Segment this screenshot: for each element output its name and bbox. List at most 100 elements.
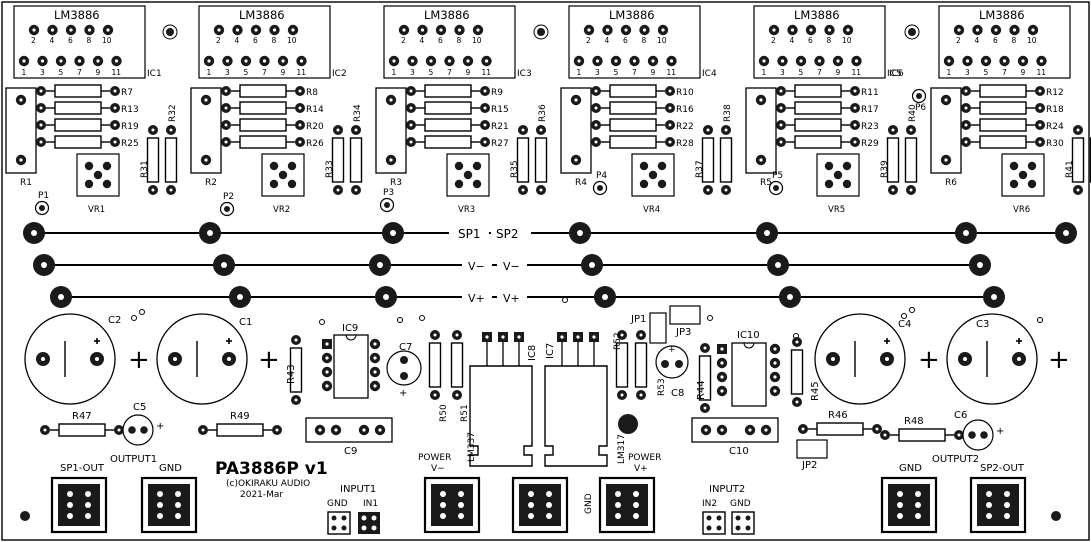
ref-r32: R32 bbox=[168, 104, 178, 122]
label-in1: IN1 bbox=[363, 499, 378, 509]
pin-number: 2 bbox=[956, 36, 961, 45]
regulator-ic7-footprint: IC7 LM317 bbox=[544, 332, 627, 467]
label-vminus: V− bbox=[431, 464, 445, 474]
ref-r31: R31 bbox=[140, 160, 150, 178]
pin-number: 11 bbox=[482, 68, 492, 77]
label-in2: IN2 bbox=[702, 499, 717, 509]
pin-number: 5 bbox=[984, 68, 989, 77]
label-r51: R51 bbox=[460, 404, 470, 422]
ic-chip-name: LM3886 bbox=[609, 8, 655, 22]
bottom-section: + + + + C2 C1 C4 C3 R47 R49 R46 R48 C5 +… bbox=[24, 297, 1070, 535]
pin-number: 2 bbox=[401, 36, 406, 45]
ref-r28: R28 bbox=[676, 139, 694, 149]
ref-r36: R36 bbox=[538, 104, 548, 122]
pin-number: 1 bbox=[392, 68, 397, 77]
label-jp1: JP1 bbox=[630, 314, 646, 325]
ref-r35: R35 bbox=[510, 160, 520, 178]
label-input1: INPUT1 bbox=[340, 484, 376, 495]
pin-number: 5 bbox=[59, 68, 64, 77]
ref-r8: R8 bbox=[306, 88, 318, 98]
label-c9: C9 bbox=[344, 446, 357, 457]
pin-number: 1 bbox=[947, 68, 952, 77]
label-lm317: LM317 bbox=[617, 434, 627, 464]
label-ic10: IC10 bbox=[737, 330, 760, 341]
pin-number: 5 bbox=[799, 68, 804, 77]
ref-r3: R3 bbox=[390, 178, 402, 188]
pin-number: 5 bbox=[614, 68, 619, 77]
plus-c5: + bbox=[156, 421, 164, 432]
regulator-ic8-footprint: IC8 LM337 bbox=[467, 332, 538, 467]
pin-number: 10 bbox=[102, 36, 112, 45]
label-r52: R52 bbox=[613, 332, 623, 350]
label-c10: C10 bbox=[729, 446, 749, 457]
pin-number: 7 bbox=[447, 68, 452, 77]
ref-r7: R7 bbox=[121, 88, 133, 98]
ic-chip-name: LM3886 bbox=[794, 8, 840, 22]
label-r43: R43 bbox=[286, 364, 297, 384]
pin-number: 2 bbox=[216, 36, 221, 45]
ref-r25: R25 bbox=[121, 139, 139, 149]
ic-ref-ic5: IC5 bbox=[887, 69, 902, 79]
pin-number: 3 bbox=[965, 68, 970, 77]
ref-vr5: VR5 bbox=[828, 205, 845, 215]
ic-ref-ic6: IC6 bbox=[889, 69, 904, 79]
ref-r1: R1 bbox=[20, 178, 32, 188]
pin-number: 10 bbox=[287, 36, 297, 45]
pin-number: 4 bbox=[605, 36, 610, 45]
plus-c8: + bbox=[668, 345, 676, 355]
ref-r41: R41 bbox=[1065, 160, 1075, 178]
ref-p5: P5 bbox=[772, 171, 783, 181]
ref-p2: P2 bbox=[223, 192, 234, 202]
ref-p4: P4 bbox=[596, 171, 607, 181]
ref-r20: R20 bbox=[306, 122, 324, 132]
pin-number: 9 bbox=[466, 68, 471, 77]
ref-r37: R37 bbox=[695, 160, 705, 178]
label-input2: INPUT2 bbox=[709, 484, 745, 495]
pin-number: 9 bbox=[651, 68, 656, 77]
pin-number: 7 bbox=[632, 68, 637, 77]
ref-r22: R22 bbox=[676, 122, 694, 132]
ref-p1: P1 bbox=[38, 191, 49, 201]
pin-number: 11 bbox=[852, 68, 862, 77]
ref-p6: P6 bbox=[915, 103, 926, 113]
ic-chip-name: LM3886 bbox=[239, 8, 285, 22]
label-ic8: IC8 bbox=[527, 345, 538, 361]
pin-number: 7 bbox=[817, 68, 822, 77]
ic-ref-ic3: IC3 bbox=[517, 69, 532, 79]
pin-number: 4 bbox=[50, 36, 55, 45]
ref-p3: P3 bbox=[383, 188, 394, 198]
pin-number: 2 bbox=[771, 36, 776, 45]
ref-r33: R33 bbox=[325, 160, 335, 178]
pin-number: 7 bbox=[77, 68, 82, 77]
label-sp2-out: SP2-OUT bbox=[980, 463, 1025, 474]
pin-number: 7 bbox=[262, 68, 267, 77]
label-ic7: IC7 bbox=[545, 343, 556, 359]
label-sp1-out: SP1-OUT bbox=[60, 463, 105, 474]
label-output2: OUTPUT2 bbox=[932, 454, 979, 465]
pin-number: 2 bbox=[586, 36, 591, 45]
label-c7: C7 bbox=[399, 342, 412, 353]
board-title: PA3886P v1 bbox=[215, 459, 328, 479]
label-vplus: V+ bbox=[634, 464, 648, 474]
ref-r11: R11 bbox=[861, 88, 879, 98]
ref-r34: R34 bbox=[353, 104, 363, 122]
label-lm337: LM337 bbox=[467, 432, 477, 462]
label-gnd-right: GND bbox=[899, 463, 922, 474]
ref-r15: R15 bbox=[491, 105, 509, 115]
pin-number: 9 bbox=[836, 68, 841, 77]
pin-number: 9 bbox=[1021, 68, 1026, 77]
ic-chip-name: LM3886 bbox=[54, 8, 100, 22]
ref-r27: R27 bbox=[491, 139, 509, 149]
pin-number: 4 bbox=[420, 36, 425, 45]
ref-r14: R14 bbox=[306, 105, 324, 115]
pin-number: 8 bbox=[457, 36, 462, 45]
